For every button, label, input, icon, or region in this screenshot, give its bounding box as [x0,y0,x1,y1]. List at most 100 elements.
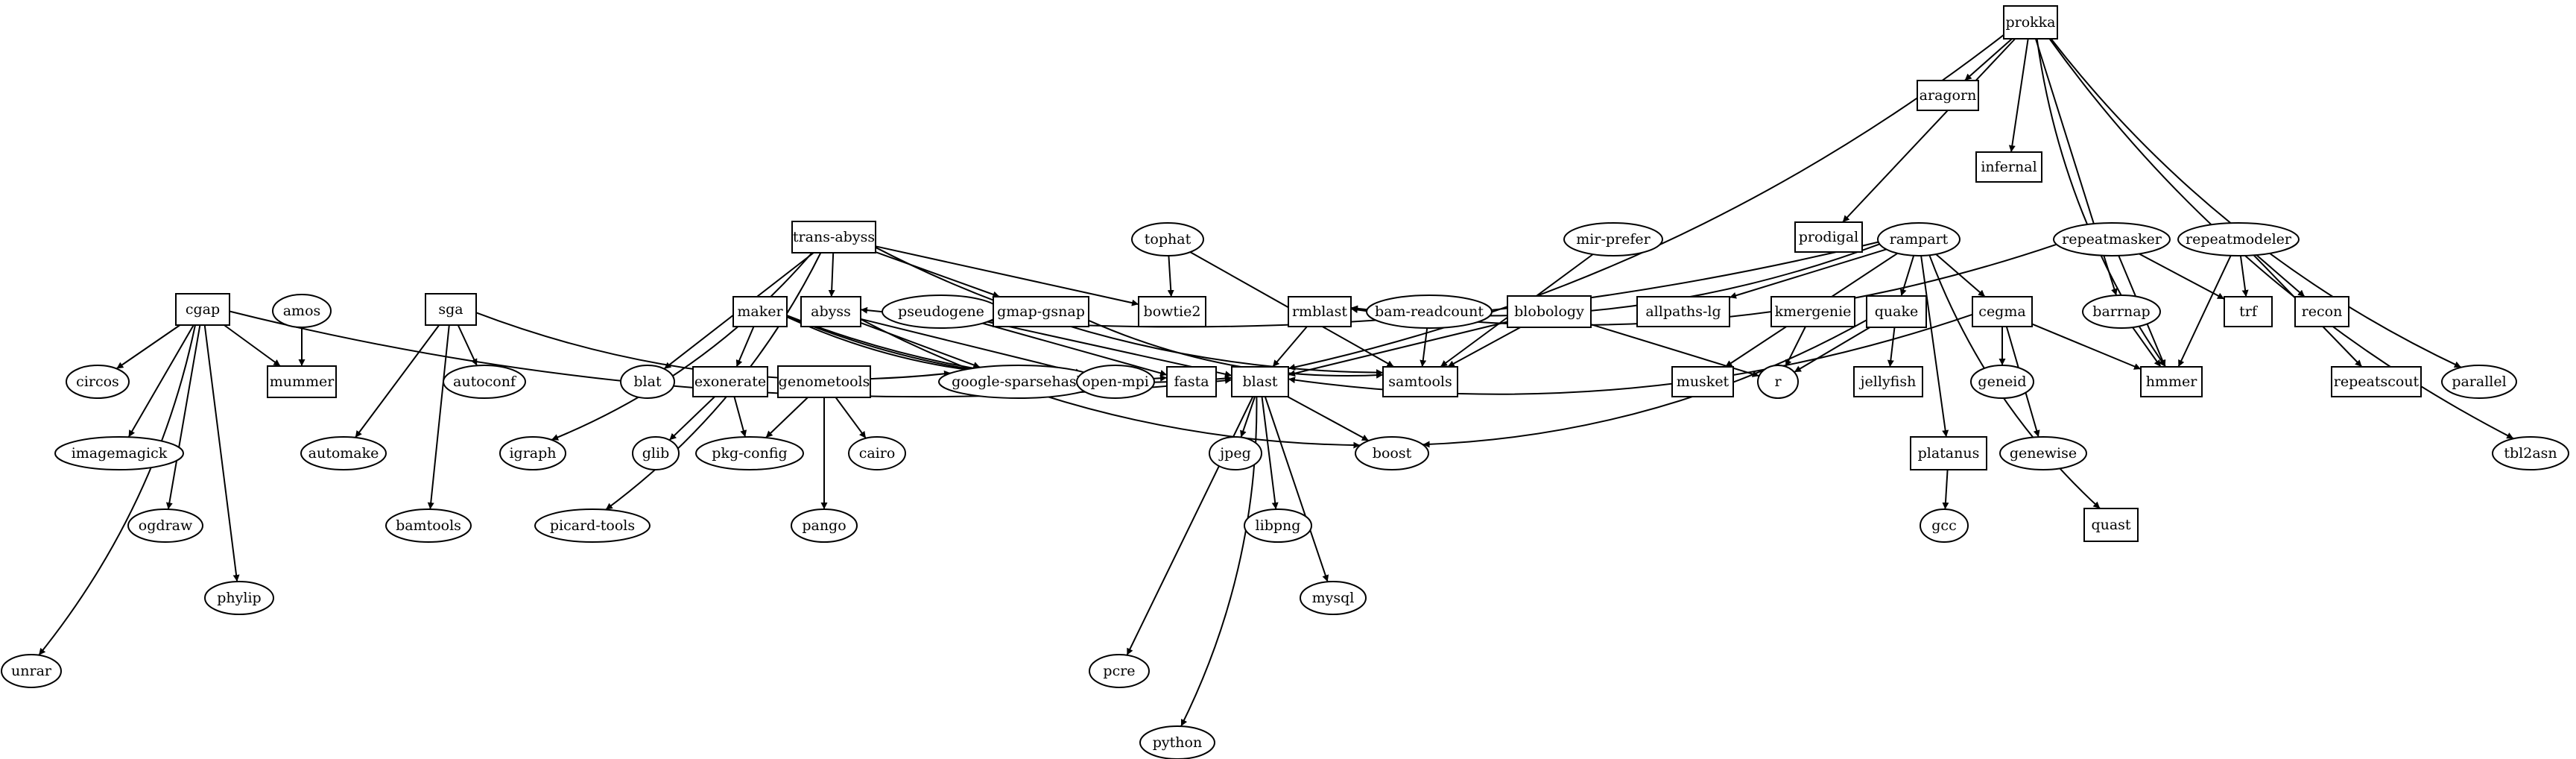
node-glib-label: glib [642,445,669,462]
node-imagemagick-label: imagemagick [72,445,168,462]
node-samtools: samtools [1382,366,1458,397]
node-amos-ellipse [272,294,332,328]
node-quake-label: quake [1875,303,1918,320]
node-bowtie2: bowtie2 [1138,296,1206,327]
node-prodigal-label: prodigal [1799,229,1859,245]
node-r: r [1757,365,1799,399]
edge-quake-to-r [1794,327,1871,373]
node-pkg-config-label: pkg-config [712,445,787,462]
node-parallel-label: parallel [2452,374,2506,390]
node-recon-label: recon [2302,303,2343,320]
node-exonerate-box [692,366,768,397]
node-gmap-gsnap: gmap-gsnap [993,296,1089,327]
edge-blast-to-libpng [1261,396,1279,510]
node-jpeg-label: jpeg [1218,445,1250,462]
node-blobology-label: blobology [1514,303,1584,320]
node-pkg-config: pkg-config [695,436,804,470]
edge-repeatmodeler-to-trf [2239,255,2249,297]
edge-cgap-to-mummer [224,324,281,367]
node-pcre-ellipse [1089,654,1150,688]
node-maker: maker [732,296,788,327]
edge-barrnap-to-hmmer [2132,327,2162,368]
node-ogdraw-label: ogdraw [139,517,193,534]
edge-genometools-to-pkg-config [765,397,808,438]
node-fasta-label: fasta [1174,374,1209,390]
node-phylip-ellipse [204,581,274,615]
node-parallel: parallel [2441,365,2517,399]
edge-sga-to-bamtools [427,324,450,510]
node-mummer: mummer [267,365,337,398]
node-cegma: cegma [1972,296,2033,327]
edge-pseudogene-to-fasta [982,322,1168,377]
node-trans-abyss-label: trans-abyss [793,229,875,245]
node-automake: automake [300,436,387,470]
node-quast-box [2083,508,2139,542]
node-pseudogene: pseudogene [882,295,1001,329]
node-jpeg-ellipse [1209,436,1262,470]
node-mir-prefer: mir-prefer [1563,222,1663,256]
node-tbl2asn-label: tbl2asn [2504,445,2557,462]
node-blast: blast [1231,366,1289,397]
node-jellyfish-label: jellyfish [1859,374,1917,390]
node-glib-ellipse [632,436,680,470]
node-cgap-box [175,293,230,326]
node-samtools-label: samtools [1388,374,1452,390]
edge-trans-abyss-to-bowtie2 [875,245,1139,306]
edge-prokka-to-aragorn [1964,38,2013,81]
node-aragorn-label: aragorn [1920,87,1977,104]
node-recon: recon [2294,296,2349,327]
node-pkg-config-ellipse [695,436,804,470]
node-bam-readcount: bam-readcount [1366,295,1493,329]
node-pango: pango [791,508,858,543]
edge-rampart-to-cegma [1935,253,1986,297]
edge-kmergenie-to-r [1785,326,1806,368]
node-kmergenie-box [1770,296,1855,327]
node-fasta-box [1166,366,1217,397]
edge-repeatmodeler-to-recon [2256,254,2306,297]
node-allpaths-lg-label: allpaths-lg [1645,303,1721,320]
node-pseudogene-label: pseudogene [898,303,984,320]
edge-genometools-to-cairo [835,397,867,439]
node-infernal-label: infernal [1981,159,2037,175]
node-quake: quake [1866,295,1927,328]
node-quast: quast [2083,508,2139,542]
node-bamtools: bamtools [385,508,472,543]
node-repeatmodeler-label: repeatmodeler [2186,231,2292,248]
node-igraph-label: igraph [509,445,556,462]
node-autoconf: autoconf [443,365,526,399]
node-cgap-label: cgap [186,301,220,318]
node-rampart-label: rampart [1890,231,1949,248]
node-open-mpi-ellipse [1076,365,1155,399]
node-hmmer-box [2140,366,2203,397]
node-tophat: tophat [1131,222,1204,256]
node-rmblast-box [1288,296,1352,327]
node-cairo-label: cairo [859,445,896,462]
node-geneid: geneid [1970,365,2034,399]
node-blobology: blobology [1507,295,1592,328]
node-libpng: libpng [1244,508,1312,543]
node-mir-prefer-ellipse [1563,222,1663,256]
node-trf-label: trf [2239,303,2259,320]
node-prokka-label: prokka [2005,14,2055,31]
node-genewise: genewise [1999,436,2087,470]
node-sga-label: sga [438,301,463,318]
node-google-sparsehash: google-sparsehash [938,365,1099,399]
node-python-label: python [1153,734,1202,751]
node-gcc-ellipse [1920,508,1969,543]
node-imagemagick: imagemagick [54,436,184,470]
node-infernal-box [1975,151,2042,183]
node-unrar: unrar [1,654,62,688]
node-prodigal-box [1794,221,1863,253]
edge-abyss-to-boost [860,318,1361,449]
node-cairo-ellipse [848,436,906,470]
node-musket: musket [1671,366,1734,397]
edge-tophat-to-bowtie2 [1167,255,1174,297]
node-blat: blat [620,365,675,399]
node-pango-ellipse [791,508,858,543]
node-repeatscout-box [2331,366,2422,397]
node-sga: sga [425,293,477,326]
node-musket-label: musket [1677,374,1730,390]
node-igraph-ellipse [499,436,566,470]
node-repeatscout-label: repeatscout [2334,374,2420,390]
node-unrar-label: unrar [11,663,52,679]
